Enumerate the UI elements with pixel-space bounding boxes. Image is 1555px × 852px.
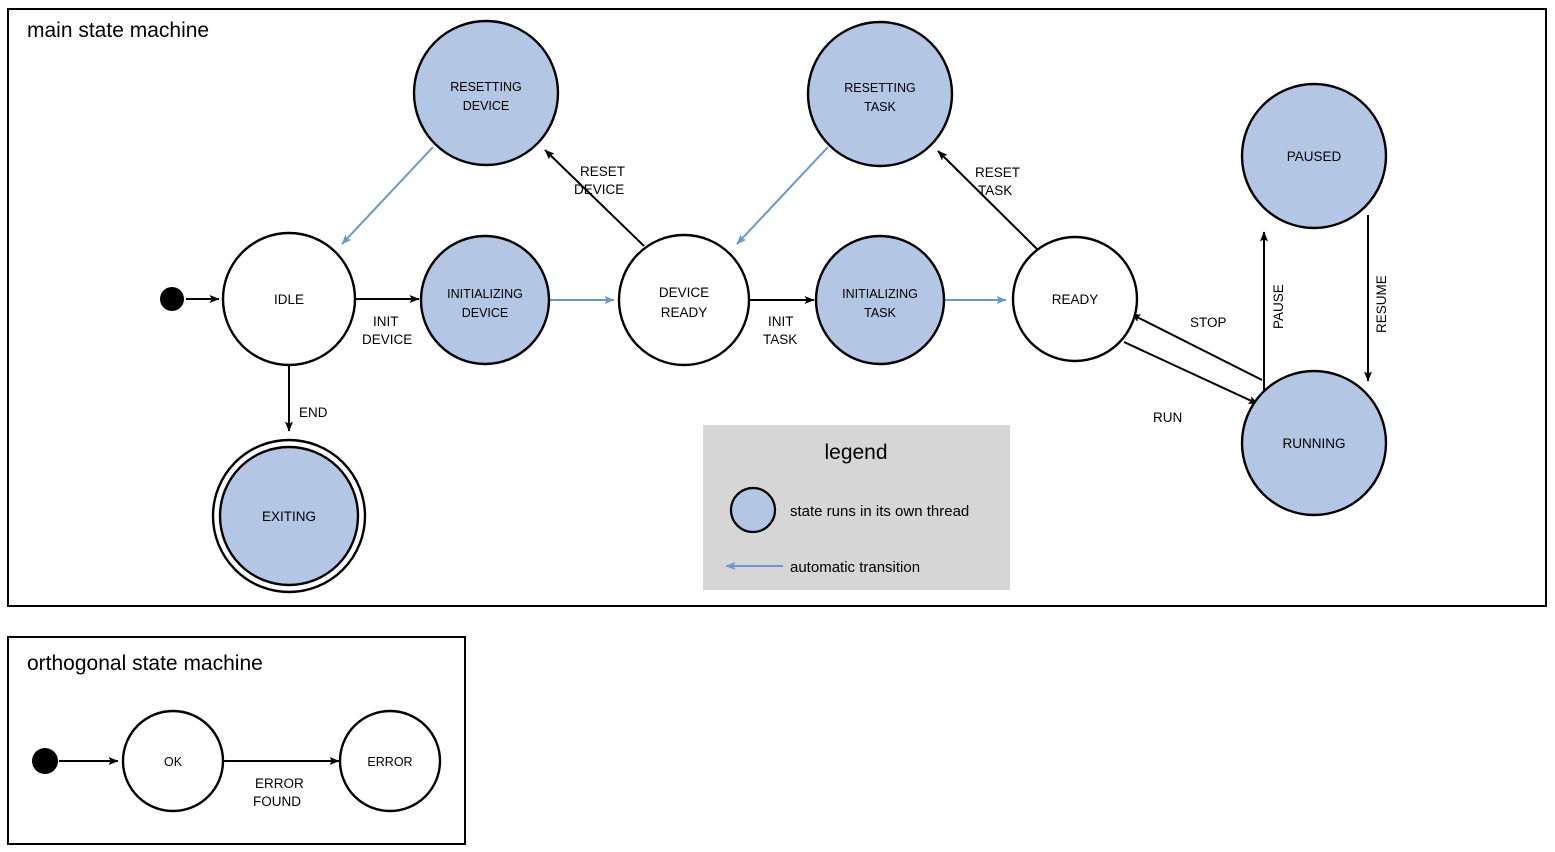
state-idle-label: IDLE xyxy=(274,292,304,307)
state-device-ready-label-line2: READY xyxy=(661,305,708,320)
initial-state-dot xyxy=(160,287,184,311)
state-error[interactable]: ERROR xyxy=(338,709,442,813)
transition-label-run: RUN xyxy=(1153,410,1182,425)
state-error-label: ERROR xyxy=(367,755,412,769)
transition-reset-device xyxy=(544,149,645,247)
state-running-circle xyxy=(1240,369,1388,517)
transition-label-init-device-line1: INIT xyxy=(373,314,399,329)
state-resetting-task-label-line2: TASK xyxy=(864,100,896,114)
state-resetting-device[interactable]: RESETTING DEVICE xyxy=(412,19,560,167)
transition-label-end: END xyxy=(299,405,328,420)
transition-label-reset-device-line1: RESET xyxy=(580,164,625,179)
state-idle[interactable]: IDLE xyxy=(221,231,357,367)
state-ok[interactable]: OK xyxy=(121,709,225,813)
state-ready-circle xyxy=(1011,235,1139,363)
orthogonal-frame-title: orthogonal state machine xyxy=(27,652,263,675)
state-ok-label: OK xyxy=(164,755,183,769)
state-initializing-device-circle xyxy=(419,234,551,366)
legend-entry-thread-state-label: state runs in its own thread xyxy=(790,503,969,520)
transition-label-reset-task-line2: TASK xyxy=(978,183,1012,198)
transition-label-reset-device-line2: DEVICE xyxy=(574,182,624,197)
transition-label-init-task-line2: TASK xyxy=(763,332,797,347)
state-device-ready-circle xyxy=(617,233,751,367)
state-resetting-device-label-line2: DEVICE xyxy=(463,99,510,113)
transition-label-error-found-line1: ERROR xyxy=(255,776,304,791)
state-ready-label: READY xyxy=(1052,292,1099,307)
legend-title: legend xyxy=(824,441,887,464)
state-resetting-task[interactable]: RESETTING TASK xyxy=(806,20,954,168)
transition-stop xyxy=(1130,313,1263,381)
state-device-ready-label-line1: DEVICE xyxy=(659,285,709,300)
state-exiting-label: EXITING xyxy=(262,509,316,524)
state-ok-circle xyxy=(121,709,225,813)
state-resetting-device-circle xyxy=(412,19,560,167)
state-paused-label: PAUSED xyxy=(1287,149,1342,164)
state-resetting-task-label-line1: RESETTING xyxy=(844,81,916,95)
legend-entry-automatic-transition: automatic transition xyxy=(725,559,920,576)
state-error-circle xyxy=(338,709,442,813)
transition-reset-task xyxy=(937,150,1038,250)
transition-label-resume: RESUME xyxy=(1374,275,1389,333)
transition-label-init-device-line2: DEVICE xyxy=(362,332,412,347)
transition-label-pause: PAUSE xyxy=(1271,284,1286,329)
state-initializing-task-circle xyxy=(814,234,946,366)
state-exiting-outer-ring xyxy=(211,438,367,594)
transition-label-reset-task-line1: RESET xyxy=(975,165,1020,180)
state-initializing-task[interactable]: INITIALIZING TASK xyxy=(814,234,946,366)
legend-entry-automatic-transition-label: automatic transition xyxy=(790,559,920,576)
state-initializing-device[interactable]: INITIALIZING DEVICE xyxy=(419,234,551,366)
transition-run xyxy=(1123,341,1259,405)
thread-state-swatch-icon xyxy=(729,486,777,534)
main-frame-title: main state machine xyxy=(27,19,209,42)
state-resetting-task-circle xyxy=(806,20,954,168)
transition-auto-resetting-device-to-idle xyxy=(341,146,434,245)
transition-label-init-task-line1: INIT xyxy=(768,314,794,329)
state-initializing-task-label-line2: TASK xyxy=(864,306,896,320)
transition-label-error-found-line2: FOUND xyxy=(253,794,301,809)
transition-auto-resetting-task-to-device-ready xyxy=(736,146,829,245)
state-exiting-circle xyxy=(218,445,360,587)
state-paused-circle xyxy=(1240,82,1388,230)
state-initializing-device-label-line2: DEVICE xyxy=(462,306,509,320)
state-initializing-device-label-line1: INITIALIZING xyxy=(447,287,523,301)
transition-label-stop: STOP xyxy=(1190,315,1227,330)
state-running-label: RUNNING xyxy=(1283,436,1346,451)
legend: legend state runs in its own thread auto… xyxy=(703,425,1010,590)
state-paused[interactable]: PAUSED xyxy=(1240,82,1388,230)
state-exiting[interactable]: EXITING xyxy=(211,438,367,594)
state-device-ready[interactable]: DEVICE READY xyxy=(617,233,751,367)
state-resetting-device-label-line1: RESETTING xyxy=(450,80,522,94)
state-ready[interactable]: READY xyxy=(1011,235,1139,363)
state-running[interactable]: RUNNING xyxy=(1240,369,1388,517)
state-initializing-task-label-line1: INITIALIZING xyxy=(842,287,918,301)
legend-entry-thread-state: state runs in its own thread xyxy=(729,486,969,534)
state-idle-circle xyxy=(221,231,357,367)
orthogonal-initial-state-dot xyxy=(32,748,58,774)
